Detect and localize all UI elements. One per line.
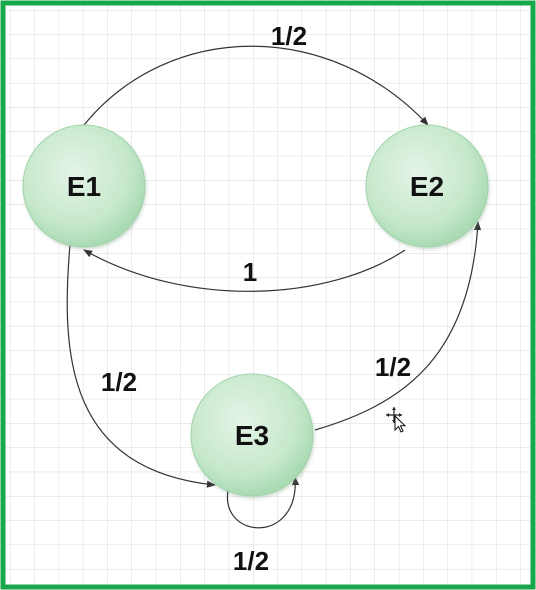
edge-e1-to-e3-label: 1/2 — [101, 367, 137, 397]
node-e1-label: E1 — [67, 171, 101, 202]
edge-e3-to-e2 — [314, 221, 482, 431]
edge-e2-to-e1 — [83, 249, 406, 292]
grid-background — [6, 6, 530, 584]
node-e2-circle[interactable] — [365, 124, 489, 248]
move-cursor-icon — [386, 407, 407, 433]
edge-e1-to-e2 — [83, 45, 429, 126]
node-e1-circle[interactable] — [22, 124, 146, 248]
edge-e2-to-e1-label: 1 — [243, 257, 257, 287]
node-e2[interactable] — [365, 124, 489, 248]
edges-layer — [66, 45, 482, 529]
node-e1[interactable] — [22, 124, 146, 248]
edge-e3-self-loop — [226, 476, 300, 529]
node-e3[interactable] — [190, 373, 314, 497]
node-e3-circle[interactable] — [190, 373, 314, 497]
edge-e3-to-e2-label: 1/2 — [375, 352, 411, 382]
node-e2-label: E2 — [410, 171, 444, 202]
edge-e3-self-loop-label: 1/2 — [233, 546, 269, 576]
edge-e1-to-e2-label: 1/2 — [271, 21, 307, 51]
edge-e1-to-e3 — [66, 244, 216, 488]
node-e3-label: E3 — [235, 420, 269, 451]
